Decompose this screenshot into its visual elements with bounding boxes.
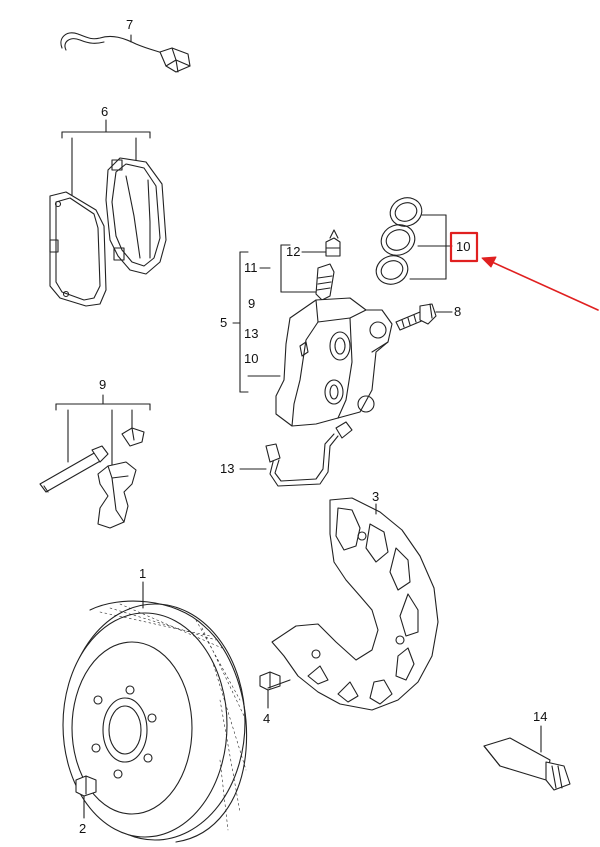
brake-pad-right <box>106 158 166 274</box>
small-bolt-9 <box>122 428 144 446</box>
callout-10b: 10 <box>456 239 471 254</box>
bolt-2 <box>76 776 96 796</box>
callout-5: 5 <box>220 315 228 330</box>
brake-pad-left <box>50 192 106 306</box>
bracket-6 <box>61 119 151 197</box>
callout-2: 2 <box>79 821 87 836</box>
bolt-8 <box>396 304 436 330</box>
callout-6: 6 <box>101 104 109 119</box>
bracket-9 <box>55 394 151 467</box>
guide-pin <box>40 446 108 492</box>
brake-disc <box>63 601 247 842</box>
bleed-screw-12 <box>326 230 340 256</box>
callout-1: 1 <box>139 566 147 581</box>
callout-13b: 13 <box>220 461 235 476</box>
bracket-10-seals <box>409 214 453 280</box>
callout-14: 14 <box>533 709 548 724</box>
callout-7: 7 <box>126 17 134 32</box>
callout-3: 3 <box>372 489 380 504</box>
brake-caliper <box>276 298 392 426</box>
grease-tube <box>484 738 570 790</box>
callout-4: 4 <box>263 711 271 726</box>
bleed-screw-11 <box>316 264 334 300</box>
callout-9b: 9 <box>99 377 107 392</box>
callout-9a: 9 <box>248 296 256 311</box>
splash-shield <box>272 498 438 710</box>
bolt-4 <box>260 672 290 690</box>
highlight-box <box>449 231 479 263</box>
wear-sensor-part <box>61 33 190 72</box>
callout-13a: 13 <box>244 326 259 341</box>
spring-clip <box>98 462 136 528</box>
callout-8: 8 <box>454 304 462 319</box>
red-arrow <box>481 256 599 311</box>
seal-rings <box>372 193 426 288</box>
callout-11: 11 <box>244 260 258 275</box>
callout-10a: 10 <box>244 351 259 366</box>
bracket-5 <box>232 244 329 393</box>
callout-12: 12 <box>286 244 301 259</box>
brake-line-13 <box>266 422 352 486</box>
